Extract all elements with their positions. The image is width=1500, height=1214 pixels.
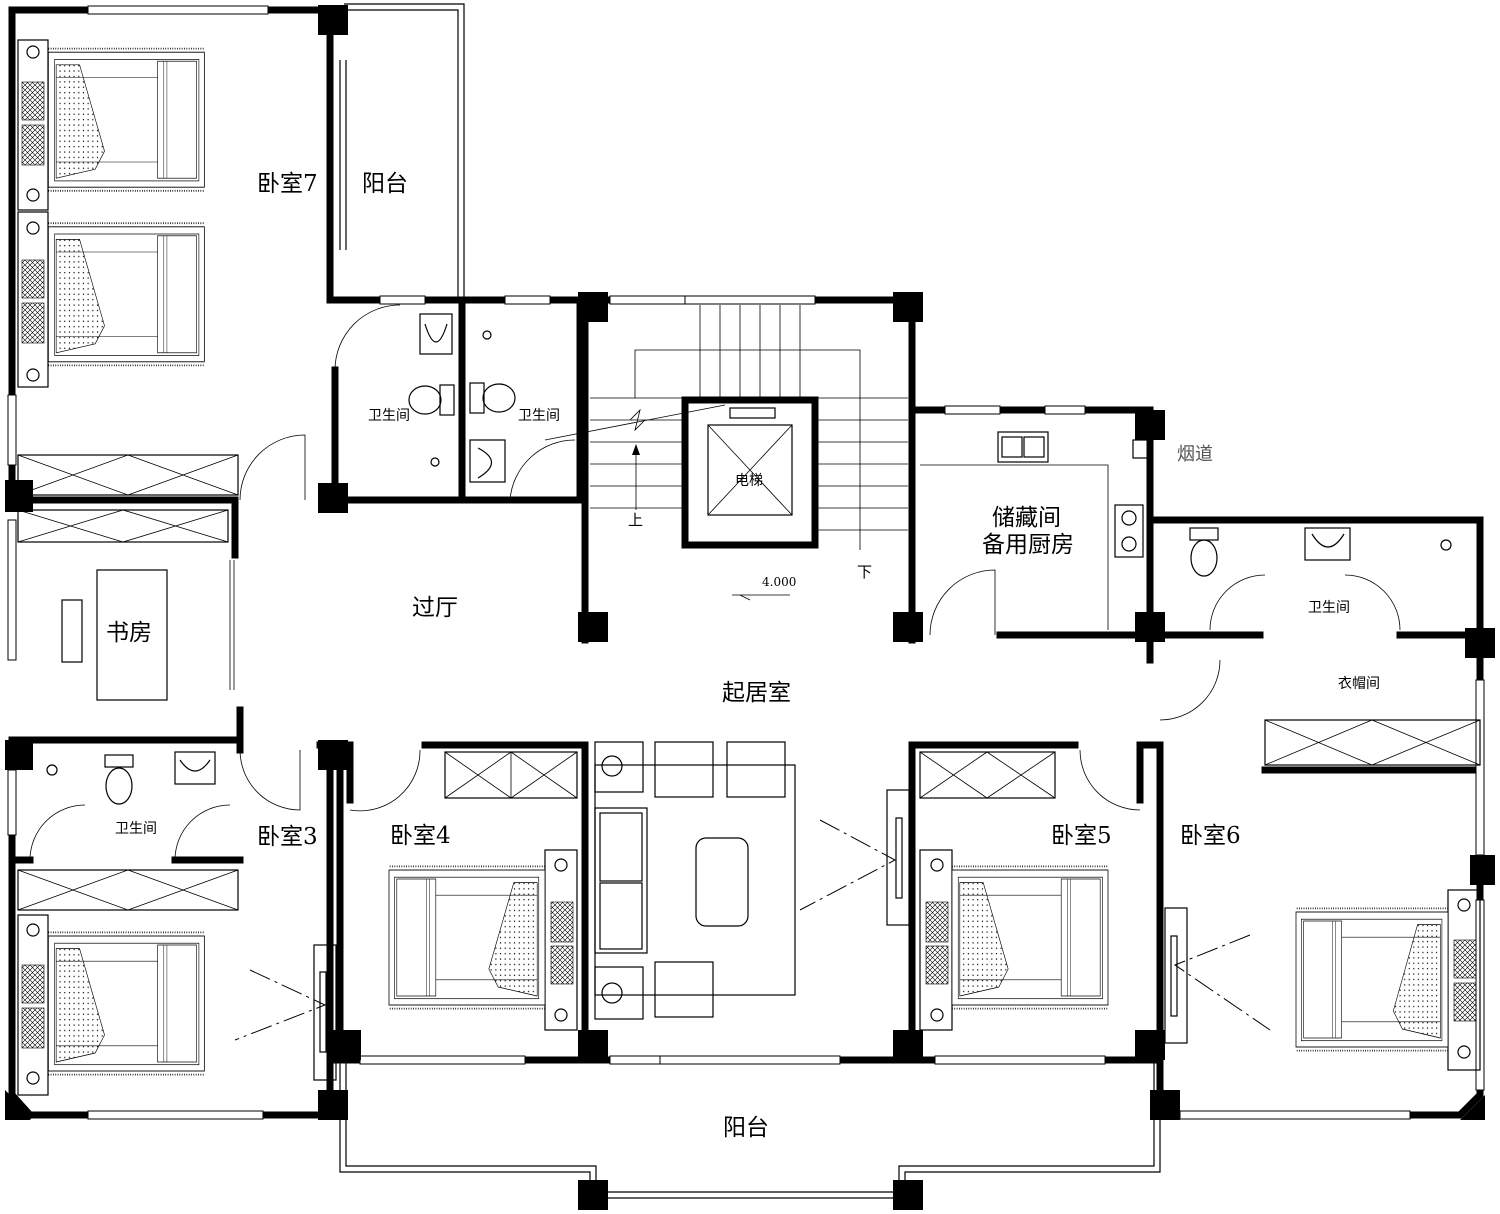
bed-icon	[17, 914, 206, 1096]
label-wc-right: 卫生间	[518, 408, 560, 424]
kitchen-sink-icon	[920, 431, 1152, 630]
label-wc-west: 卫生间	[115, 821, 157, 837]
label-flue: 烟道	[1177, 444, 1213, 465]
label-cloakroom: 衣帽间	[1338, 676, 1380, 692]
bed-icon	[388, 849, 578, 1031]
label-bedroom5: 卧室5	[1051, 823, 1112, 849]
label-wc-east: 卫生间	[1308, 600, 1350, 616]
staircase	[544, 305, 908, 601]
label-hall: 过厅	[412, 595, 458, 621]
structural-columns	[5, 5, 1495, 1210]
bed-icon	[17, 211, 206, 388]
label-living: 起居室	[722, 680, 791, 706]
label-up: 上	[628, 511, 643, 529]
windows	[7, 5, 1485, 1120]
elevator-icon	[707, 407, 793, 516]
label-wc-left: 卫生间	[368, 408, 410, 424]
toilet-icon	[46, 313, 1452, 805]
label-bedroom7: 卧室7	[257, 171, 318, 197]
doors	[29, 304, 1401, 861]
outer-walls	[8, 6, 1484, 1120]
wardrobe-icon	[17, 454, 1481, 911]
interior-walls	[8, 296, 1484, 1064]
label-bedroom6: 卧室6	[1180, 823, 1241, 849]
label-balcony-bottom: 阳台	[723, 1115, 769, 1141]
label-spare-kitchen: 备用厨房	[982, 532, 1074, 558]
label-elevator: 电梯	[735, 473, 763, 489]
tv-icon	[234, 789, 1271, 1081]
label-bedroom3: 卧室3	[257, 824, 318, 850]
sofa-set-icon	[594, 741, 796, 1020]
bed-icon	[1295, 889, 1481, 1071]
room-labels: 卧室7 阳台 卫生间 卫生间 电梯 上 下 4.000 烟道 储藏间 备用厨房 …	[106, 171, 1380, 1141]
balcony-railing-top	[340, 3, 465, 298]
label-level: 4.000	[762, 575, 796, 589]
label-down: 下	[857, 563, 872, 581]
desk-icon	[61, 560, 235, 701]
label-balcony-top: 阳台	[362, 171, 408, 197]
bed-icon	[919, 849, 1109, 1031]
label-bedroom4: 卧室4	[390, 823, 451, 849]
label-study: 书房	[106, 620, 152, 646]
bed-icon	[17, 39, 206, 211]
bedside-lamp-icon	[26, 45, 40, 382]
label-storage: 储藏间	[992, 505, 1061, 531]
balcony-railing-bottom	[339, 1060, 1161, 1199]
